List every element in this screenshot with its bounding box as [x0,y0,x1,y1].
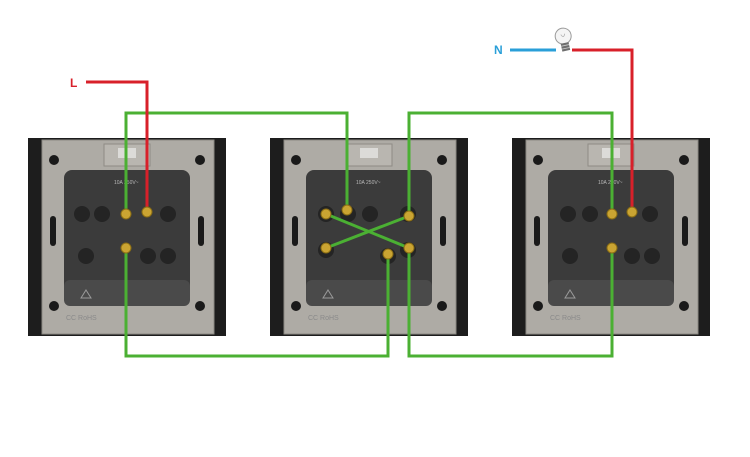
traveler-wire-top-right [407,111,614,216]
terminal-screw [382,248,394,260]
live-wires [86,48,634,212]
terminal-screw [403,242,415,254]
line-label: L [70,76,77,90]
terminal-screws [120,204,638,260]
terminal-screw [606,242,618,254]
terminal-screw [626,206,638,218]
terminal-screw [320,208,332,220]
terminal-screw [320,242,332,254]
neutral-label: N [494,43,503,57]
rating-text: 10A 250V~ [356,180,381,186]
terminal-screw [141,206,153,218]
live-wire-input [86,80,149,212]
switch-mechanism [306,170,432,302]
switch-foot-text: CC RoHS [66,315,97,322]
terminal-screw [403,210,415,222]
traveler-wire-top-left [124,111,349,214]
terminal-screw [120,208,132,220]
switch-mechanism [548,170,674,302]
switch-middle: 10A 250V~ CC RoHS [270,138,468,336]
traveler-wires [124,111,614,358]
light-bulb-icon [554,27,572,52]
traveler-wire-bottom-right [407,248,614,358]
rating-text: 10A 250V~ [598,180,623,186]
switch-foot-text: CC RoHS [308,315,339,322]
terminal-screw [606,208,618,220]
switch-mechanism [64,170,190,302]
terminal-screw [120,242,132,254]
terminal-screw [341,204,353,216]
live-wire-lamp [572,48,634,212]
cross-wire-b [325,214,410,250]
switch-foot-text: CC RoHS [550,315,581,322]
traveler-wire-bottom-left [124,248,390,358]
